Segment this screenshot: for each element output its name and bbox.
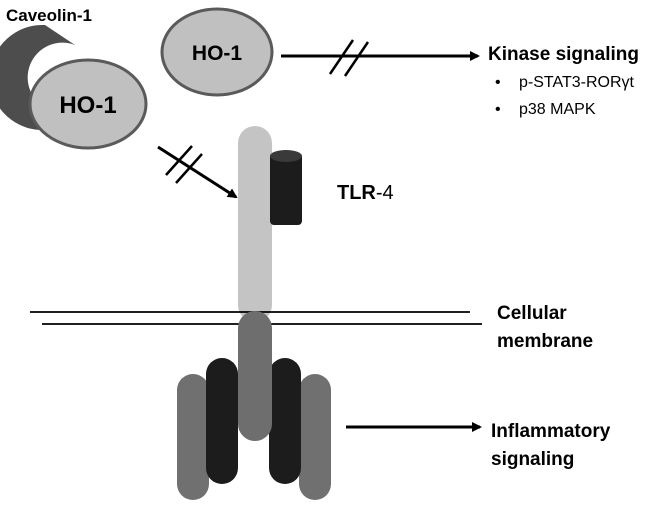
caveolin-1-label: Caveolin-1	[6, 6, 92, 25]
caveolin-1-shape	[0, 24, 75, 130]
signaling-capsule-outer-right	[299, 374, 331, 500]
tlr-block-mark-2	[175, 153, 203, 184]
cellular-membrane-label: Cellular membrane	[497, 300, 593, 356]
signaling-capsule-inner-right	[269, 358, 301, 484]
signaling-capsule-outer-left	[177, 374, 209, 500]
tlr-4-label-number: -4	[375, 182, 394, 204]
kinase-signaling-list: p-STAT3-RORγt p38 MAPK	[495, 69, 634, 123]
tlr-arrow	[157, 145, 238, 199]
membrane-label-line-1: Cellular	[497, 303, 567, 324]
inflammatory-label-line-2: signaling	[491, 449, 575, 470]
kinase-item-stat3: p-STAT3-RORγt	[495, 69, 634, 96]
membrane-label-line-2: membrane	[497, 331, 594, 352]
ho-1-bound-ellipse	[28, 58, 148, 150]
ho-1-free-label: HO-1	[192, 42, 242, 65]
tlr-4-intracellular-domain	[238, 311, 272, 441]
kinase-item-p38: p38 MAPK	[495, 96, 634, 123]
tlr-block-mark-1	[165, 145, 193, 176]
signaling-capsule-inner-left	[206, 358, 238, 484]
tlr-4-coreceptor-cap	[270, 150, 302, 162]
ho-1-free-ellipse	[160, 7, 274, 97]
inflammatory-label-line-1: Inflammatory	[491, 421, 611, 442]
kinase-block-mark-2	[343, 41, 370, 77]
inflammatory-signaling-label: Inflammatory signaling	[491, 418, 610, 474]
tlr-4-coreceptor-cylinder	[270, 153, 302, 225]
tlr-4-label-bold: TLR	[337, 182, 376, 204]
ho-1-bound-label: HO-1	[59, 92, 116, 119]
kinase-signaling-title: Kinase signaling	[488, 44, 639, 65]
tlr-4-extracellular-domain	[238, 126, 272, 322]
kinase-block-mark-1	[328, 39, 355, 75]
tlr-4-label: TLR-4	[337, 182, 394, 205]
